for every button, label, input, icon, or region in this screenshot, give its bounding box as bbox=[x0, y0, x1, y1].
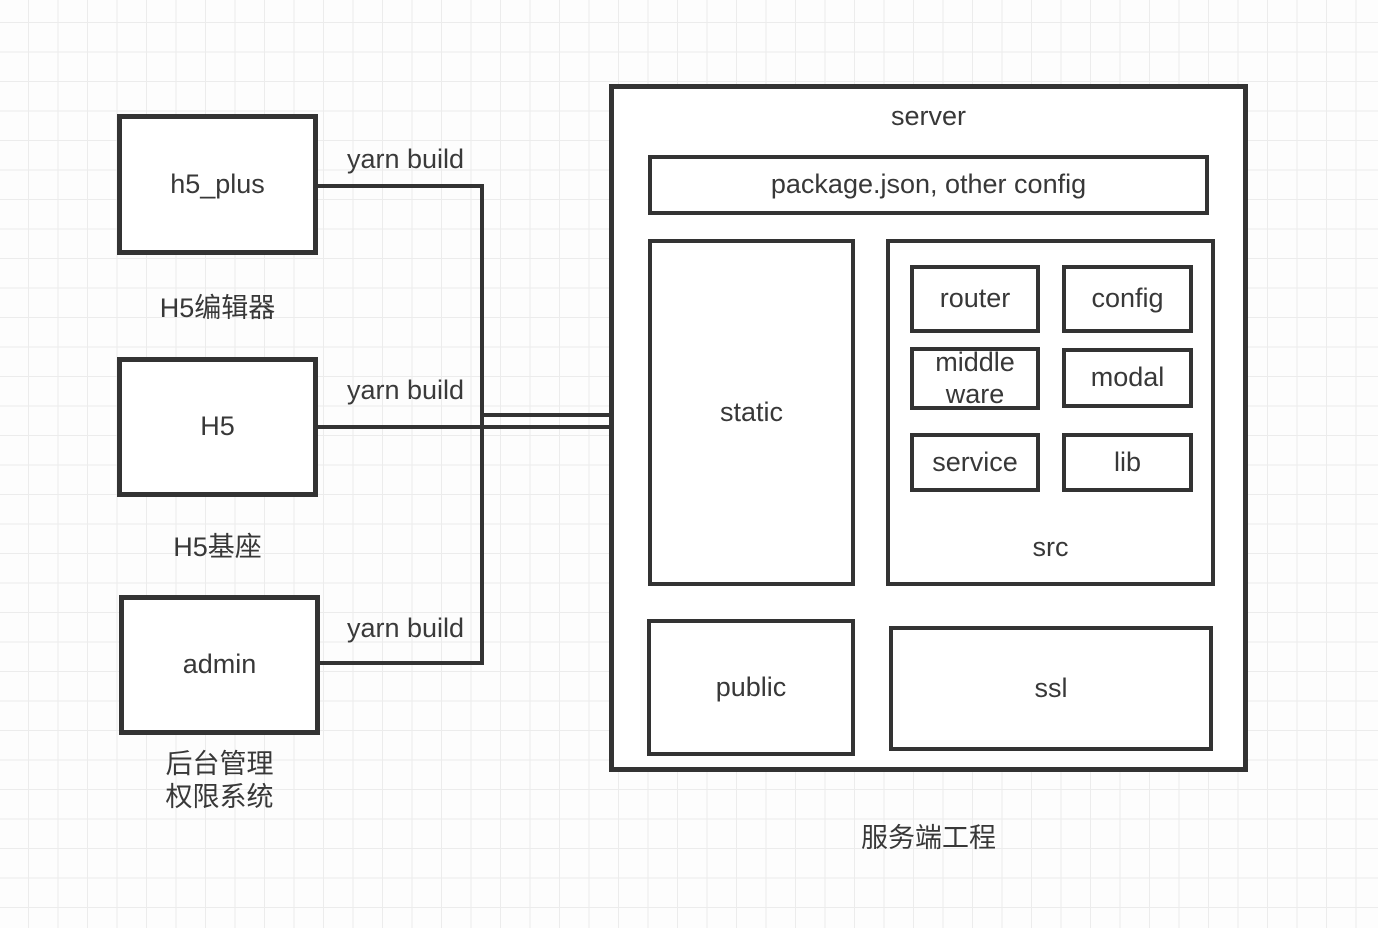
edge-h5plus-horizontal-segment bbox=[318, 184, 482, 188]
node-modal: modal bbox=[1062, 348, 1193, 408]
edge-label-yarn-build-h5plus: yarn build bbox=[347, 144, 465, 174]
node-admin: admin bbox=[119, 595, 320, 735]
caption-server-project: 服务端工程 bbox=[861, 823, 996, 853]
node-h5: H5 bbox=[117, 357, 318, 497]
edge-h5-to-static-shaft bbox=[318, 425, 622, 429]
edge-trunk-vertical-segment bbox=[480, 184, 484, 665]
edge-label-yarn-build-admin: yarn build bbox=[347, 613, 465, 643]
node-ssl: ssl bbox=[889, 626, 1213, 751]
edge-merged-to-static-shaft bbox=[482, 413, 622, 417]
node-router: router bbox=[910, 265, 1040, 333]
server-title: server bbox=[890, 101, 966, 131]
node-lib: lib bbox=[1062, 433, 1193, 492]
node-static: static bbox=[648, 239, 855, 586]
caption-h5-base: H5基座 bbox=[173, 532, 262, 562]
node-package-json-config: package.json, other config bbox=[648, 155, 1209, 215]
node-h5-plus: h5_plus bbox=[117, 114, 318, 255]
node-config: config bbox=[1062, 265, 1193, 333]
edge-admin-horizontal-segment bbox=[320, 661, 482, 665]
caption-admin-system: 后台管理 权限系统 bbox=[165, 749, 274, 812]
node-service: service bbox=[910, 433, 1040, 492]
node-middleware: middle ware bbox=[910, 347, 1040, 410]
edge-label-yarn-build-h5: yarn build bbox=[347, 375, 465, 405]
src-title: src bbox=[1032, 532, 1069, 562]
node-public: public bbox=[647, 619, 855, 756]
caption-h5-editor: H5编辑器 bbox=[159, 293, 276, 323]
